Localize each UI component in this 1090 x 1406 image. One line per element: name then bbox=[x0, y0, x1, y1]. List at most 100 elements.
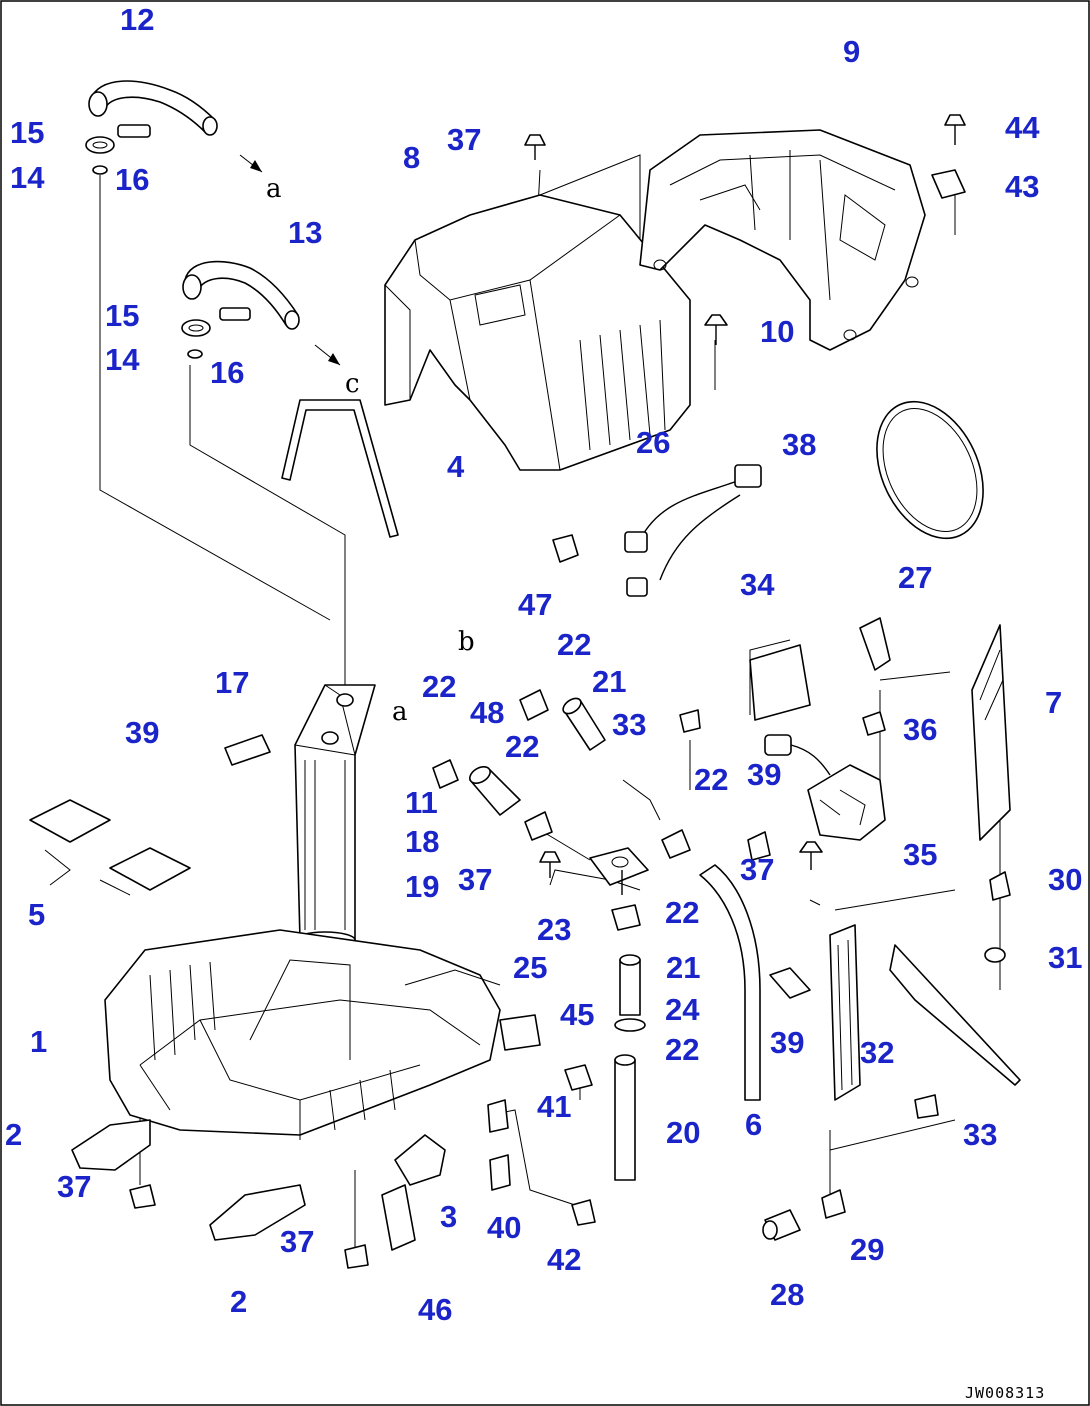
callout-39: 39 bbox=[125, 715, 159, 750]
clip-39-mid bbox=[747, 831, 771, 861]
callout-7: 7 bbox=[1045, 685, 1062, 720]
callout-21: 21 bbox=[666, 950, 700, 985]
clip-39-lower bbox=[769, 967, 811, 999]
callout-33: 33 bbox=[963, 1117, 997, 1152]
guide-line bbox=[749, 639, 791, 715]
callout-48: 48 bbox=[470, 695, 504, 730]
ref-letter-c: c bbox=[345, 369, 360, 399]
callout-24: 24 bbox=[665, 992, 700, 1027]
callout-13: 13 bbox=[288, 215, 322, 250]
foot-3 bbox=[394, 1134, 446, 1186]
housing-9 bbox=[639, 129, 926, 351]
harness-26 bbox=[624, 464, 762, 597]
clip-33-b bbox=[914, 1094, 939, 1119]
clip-33-a bbox=[679, 709, 701, 733]
cover-8 bbox=[384, 194, 691, 471]
bolt-37-right bbox=[799, 841, 823, 870]
clamp-22-c bbox=[524, 811, 553, 841]
guide-line bbox=[834, 889, 956, 911]
panel-32 bbox=[889, 944, 1021, 1086]
bracket-27 bbox=[859, 617, 891, 671]
callout-26: 26 bbox=[636, 425, 670, 460]
hose-21-a bbox=[562, 697, 606, 751]
callout-38: 38 bbox=[782, 427, 816, 462]
callout-15: 15 bbox=[105, 298, 139, 333]
valve-23 bbox=[589, 847, 649, 895]
callout-6: 6 bbox=[745, 1107, 762, 1142]
clamp-22-d bbox=[661, 829, 691, 859]
callout-33: 33 bbox=[612, 707, 646, 742]
callout-23: 23 bbox=[537, 912, 571, 947]
callout-37: 37 bbox=[280, 1224, 314, 1259]
callout-16: 16 bbox=[210, 355, 244, 390]
callout-12: 12 bbox=[120, 2, 154, 37]
callout-22: 22 bbox=[557, 627, 591, 662]
guide-line bbox=[539, 154, 641, 245]
hose-20 bbox=[614, 1054, 636, 1181]
connector-28 bbox=[762, 1209, 801, 1241]
callout-28: 28 bbox=[770, 1277, 804, 1312]
callout-1: 1 bbox=[30, 1024, 47, 1059]
label-plate-34 bbox=[749, 644, 811, 721]
guide-line bbox=[622, 779, 661, 821]
ref-letter-a: a bbox=[392, 697, 408, 727]
clip-47 bbox=[552, 534, 579, 563]
clamp-29 bbox=[821, 1189, 846, 1219]
callout-36: 36 bbox=[903, 712, 937, 747]
panel-6 bbox=[829, 924, 861, 1101]
callout-27: 27 bbox=[898, 560, 932, 595]
bracket-43 bbox=[931, 169, 966, 199]
filter-5 bbox=[29, 799, 191, 891]
bolt-44 bbox=[944, 114, 966, 145]
bolt-37-foot-b bbox=[344, 1244, 369, 1269]
clamp-15-lower bbox=[181, 307, 251, 359]
callout-37: 37 bbox=[740, 852, 774, 887]
guide-line bbox=[44, 849, 71, 886]
callout-2: 2 bbox=[5, 1117, 22, 1152]
guide-line bbox=[809, 899, 821, 906]
callout-20: 20 bbox=[666, 1115, 700, 1150]
callout-42: 42 bbox=[547, 1242, 581, 1277]
callout-15: 15 bbox=[10, 115, 44, 150]
clamp-15-upper bbox=[85, 124, 151, 175]
callout-39: 39 bbox=[747, 757, 781, 792]
callout-25: 25 bbox=[513, 950, 547, 985]
callout-19: 19 bbox=[405, 869, 439, 904]
ref-letter-b: b bbox=[458, 627, 475, 657]
drawing-code: JW008313 bbox=[965, 1384, 1045, 1402]
callout-2: 2 bbox=[230, 1284, 247, 1319]
clamp-22-b bbox=[519, 689, 549, 721]
clip-40 bbox=[489, 1154, 511, 1191]
bracket-25 bbox=[499, 1014, 541, 1051]
callout-17: 17 bbox=[215, 665, 249, 700]
seal-ring-38 bbox=[876, 400, 984, 540]
callout-40: 40 bbox=[487, 1210, 521, 1245]
callout-31: 31 bbox=[1048, 940, 1082, 975]
clip-31 bbox=[984, 947, 1006, 963]
callout-14: 14 bbox=[105, 342, 140, 377]
callout-29: 29 bbox=[850, 1232, 884, 1267]
bolt-10 bbox=[704, 314, 728, 345]
callout-37: 37 bbox=[458, 862, 492, 897]
clamp-22-a bbox=[432, 759, 459, 789]
ref-letter-a: a bbox=[266, 174, 282, 204]
callout-47: 47 bbox=[518, 587, 552, 622]
bolt-37-foot-a bbox=[129, 1184, 156, 1209]
guide-line bbox=[99, 175, 331, 621]
callout-22: 22 bbox=[505, 729, 539, 764]
clip-36 bbox=[862, 711, 886, 736]
case-1 bbox=[104, 929, 501, 1140]
hose-21-b bbox=[619, 954, 641, 1016]
callout-45: 45 bbox=[560, 997, 594, 1032]
callout-44: 44 bbox=[1005, 110, 1040, 145]
bolt-42 bbox=[571, 1199, 596, 1226]
rod-4 bbox=[281, 399, 399, 538]
foot-2-bottom bbox=[209, 1184, 306, 1241]
callout-18: 18 bbox=[405, 824, 439, 859]
guide-line bbox=[189, 365, 346, 690]
callout-10: 10 bbox=[760, 314, 794, 349]
callout-4: 4 bbox=[447, 449, 465, 484]
clip-41 bbox=[487, 1099, 509, 1133]
